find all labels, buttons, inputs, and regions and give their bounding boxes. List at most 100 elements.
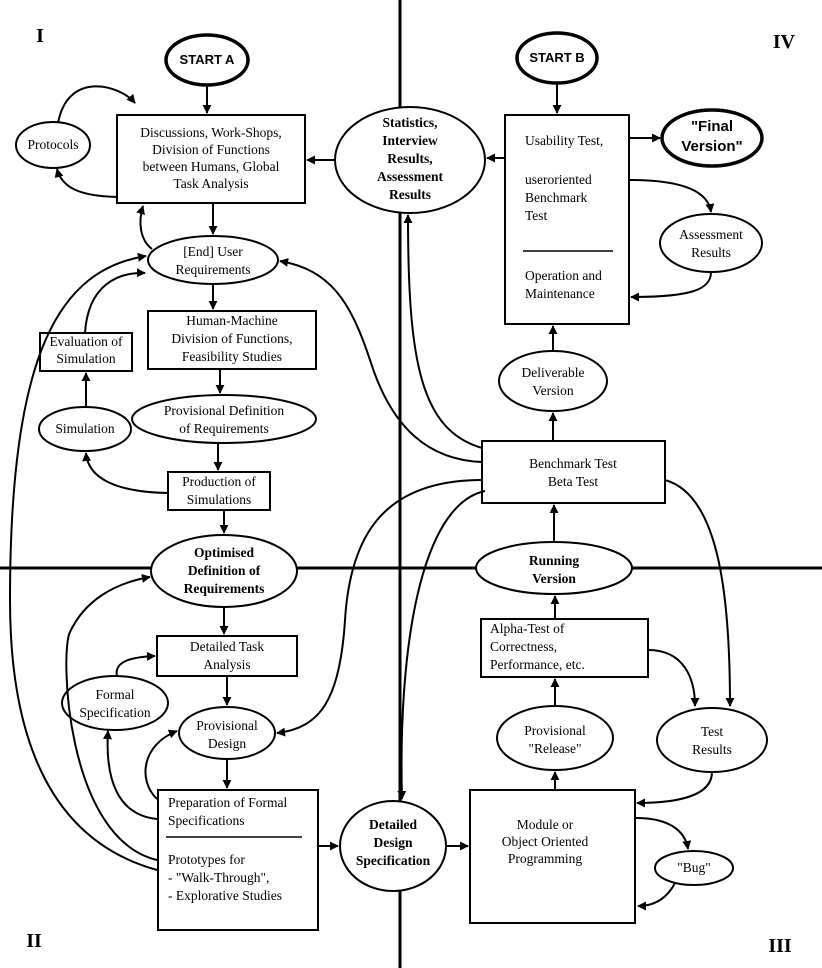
final-version-line: Version" [681,138,742,155]
deliverable-line: Version [532,383,573,398]
start-b-line: START B [529,50,584,65]
discussions-line: Task Analysis [173,176,248,191]
test-results-node [656,707,768,773]
arrow-benchmark-to-detailed-design [397,490,486,800]
human-machine-line: Human-Machine [186,313,277,328]
arrow-module-to-bug [635,817,692,850]
statistics-line: Interview [382,133,438,148]
usability-box [504,114,630,325]
assessment-results-node [659,213,763,273]
preparation-box [157,789,319,931]
alpha-line: Performance, etc. [490,657,585,672]
arrow-formal-spec-to-detailed-task [115,651,156,677]
human-machine-line: Division of Functions, [171,331,292,346]
detailed-task-box [156,635,298,677]
arrow-test-results-to-module [636,771,713,808]
formal-spec-line: Specification [79,705,150,720]
detailed-design-line: Detailed [369,817,417,832]
final-version-node [660,108,764,168]
module-line: Module or [517,817,574,832]
running-line: Version [532,571,576,586]
deliverable-line: Deliverable [522,365,585,380]
arrow-protocols-to-discussions [57,85,136,124]
usability-test-label: Usability Test, [525,133,603,148]
useroriented-line: Benchmark [525,190,587,205]
module-box [469,789,636,924]
human-machine-line: Feasibility Studies [182,349,282,364]
detailed-design-line: Design [373,835,412,850]
discussions-label: Discussions, Work-Shops, Division of Func… [140,125,282,191]
formal-specification-node [61,675,169,731]
arrow-benchmark-to-statistics [403,214,483,449]
arrow-requirements-to-discussions [136,205,153,250]
simulation-line: Simulation [55,421,115,436]
production-simulations-box [167,471,271,511]
formal-spec-line: Formal [96,687,135,702]
protocols-label: Protocols [27,137,78,152]
module-line: Programming [508,851,582,866]
statistics-line: Assessment [377,169,444,184]
prototypes-line: Prototypes for [168,852,245,867]
usability-test-line: Usability Test, [525,133,603,148]
deliverable-version-node [498,350,608,412]
provisional-release-node [496,705,614,771]
provisional-design-line: Provisional [196,718,258,733]
benchmark-box [481,440,666,504]
arrow-benchmark-to-requirements [279,258,483,463]
provisional-definition-node [131,394,317,444]
alpha-label: Alpha-Test of Correctness, Performance, et… [490,621,585,672]
start-a-line: START A [180,52,235,67]
arrow-benchmark-to-test-results [664,479,735,707]
bug-label: "Bug" [677,860,711,875]
statistics-line: Statistics, [382,115,437,130]
provisional-design-node [178,706,276,760]
start-b-label: START B [529,50,584,65]
arrow-production-to-simulation [82,452,169,494]
simulation-node [38,406,132,452]
bug-line: "Bug" [677,860,711,875]
operation-line: Operation and [525,268,602,283]
discussions-box [116,114,306,204]
user-requirements-node [147,235,279,285]
user-requirements-line: Requirements [176,262,251,277]
provisional-design-line: Design [208,736,246,751]
arrow-preparation-to-design [144,729,178,800]
discussions-line: Division of Functions [152,142,270,157]
test-results-line: Results [692,742,732,757]
provisional-release-line: "Release" [529,741,582,756]
alpha-line: Correctness, [490,639,557,654]
optimised-definition-line: Requirements [184,581,265,596]
module-line: Object Oriented [502,834,589,849]
prototypes-label: Prototypes for - "Walk-Through", - Explora… [168,852,282,903]
discussions-line: Discussions, Work-Shops, [140,125,282,140]
quadrant-label-i: I [36,25,44,47]
arrow-alpha-to-test-results [647,649,700,707]
provisional-release-line: Provisional [524,723,586,738]
start-a-label: START A [180,52,235,67]
prototypes-line: - "Walk-Through", [168,870,269,885]
arrow-assessment-to-usability [630,271,712,302]
alpha-line: Alpha-Test of [490,621,565,636]
protocols-node [15,121,91,169]
prep-formal-line: Preparation of Formal [168,795,287,810]
statistics-line: Results [389,187,431,202]
running-version-node [475,541,633,595]
prototypes-line: - Explorative Studies [168,888,282,903]
